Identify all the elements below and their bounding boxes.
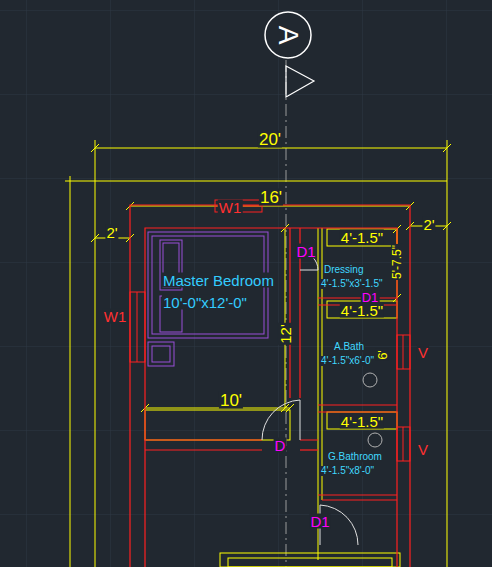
dimension: 2'	[422, 217, 435, 232]
room-size: 4'-1.5"x3'-1.5"	[320, 279, 384, 289]
room-name: Master Bedroom	[162, 273, 275, 288]
room-name: A.Bath	[333, 342, 365, 352]
dimension: 10'	[219, 392, 243, 409]
room-name: A	[274, 25, 302, 46]
window-tag: W1	[103, 309, 128, 324]
room-size: 4'-1.5"x6'-0"	[320, 356, 375, 366]
room: Dressing 4'-1.5"x3'-1.5"	[319, 247, 396, 297]
walls	[130, 205, 410, 567]
room-name: Dressing	[323, 265, 364, 275]
window-tag: V	[417, 442, 429, 457]
dimension: 2'	[105, 225, 118, 240]
fixtures	[363, 373, 382, 447]
door-tag: D	[274, 438, 287, 453]
section-marker: A	[264, 11, 312, 59]
window-tag: V	[417, 345, 429, 360]
dimension: 4'-1.5"	[340, 230, 384, 245]
dimension: 4'-1.5"	[340, 303, 384, 318]
room-size: 4'-1.5"x8'-0"	[320, 466, 375, 476]
window-tag: W1	[218, 200, 243, 215]
dimension: 5'-7.5"	[391, 244, 403, 280]
room: Master Bedroom 10'-0"x12'-0"	[146, 229, 289, 407]
door-swings	[262, 252, 358, 545]
center-line	[286, 60, 287, 567]
dimension: 16'	[259, 189, 283, 206]
windows	[130, 200, 410, 461]
door-tag: D1	[295, 244, 316, 259]
dimension-lines	[65, 140, 451, 567]
room: A.Bath 4'-1.5"x6'-0"	[319, 319, 396, 404]
section-arrow	[286, 66, 314, 97]
bed	[148, 232, 268, 366]
dimension: 4'-1.5"	[340, 414, 384, 429]
dimension: 6'	[376, 349, 389, 361]
dimension: 20'	[258, 131, 282, 148]
dimension: 12'	[278, 323, 293, 345]
room-size: 10'-0"x12'-0"	[162, 295, 248, 310]
room-name: G.Bathroom	[327, 452, 383, 462]
room: G.Bathroom 4'-1.5"x8'-0"	[319, 430, 396, 494]
door-tag: D1	[309, 514, 330, 529]
